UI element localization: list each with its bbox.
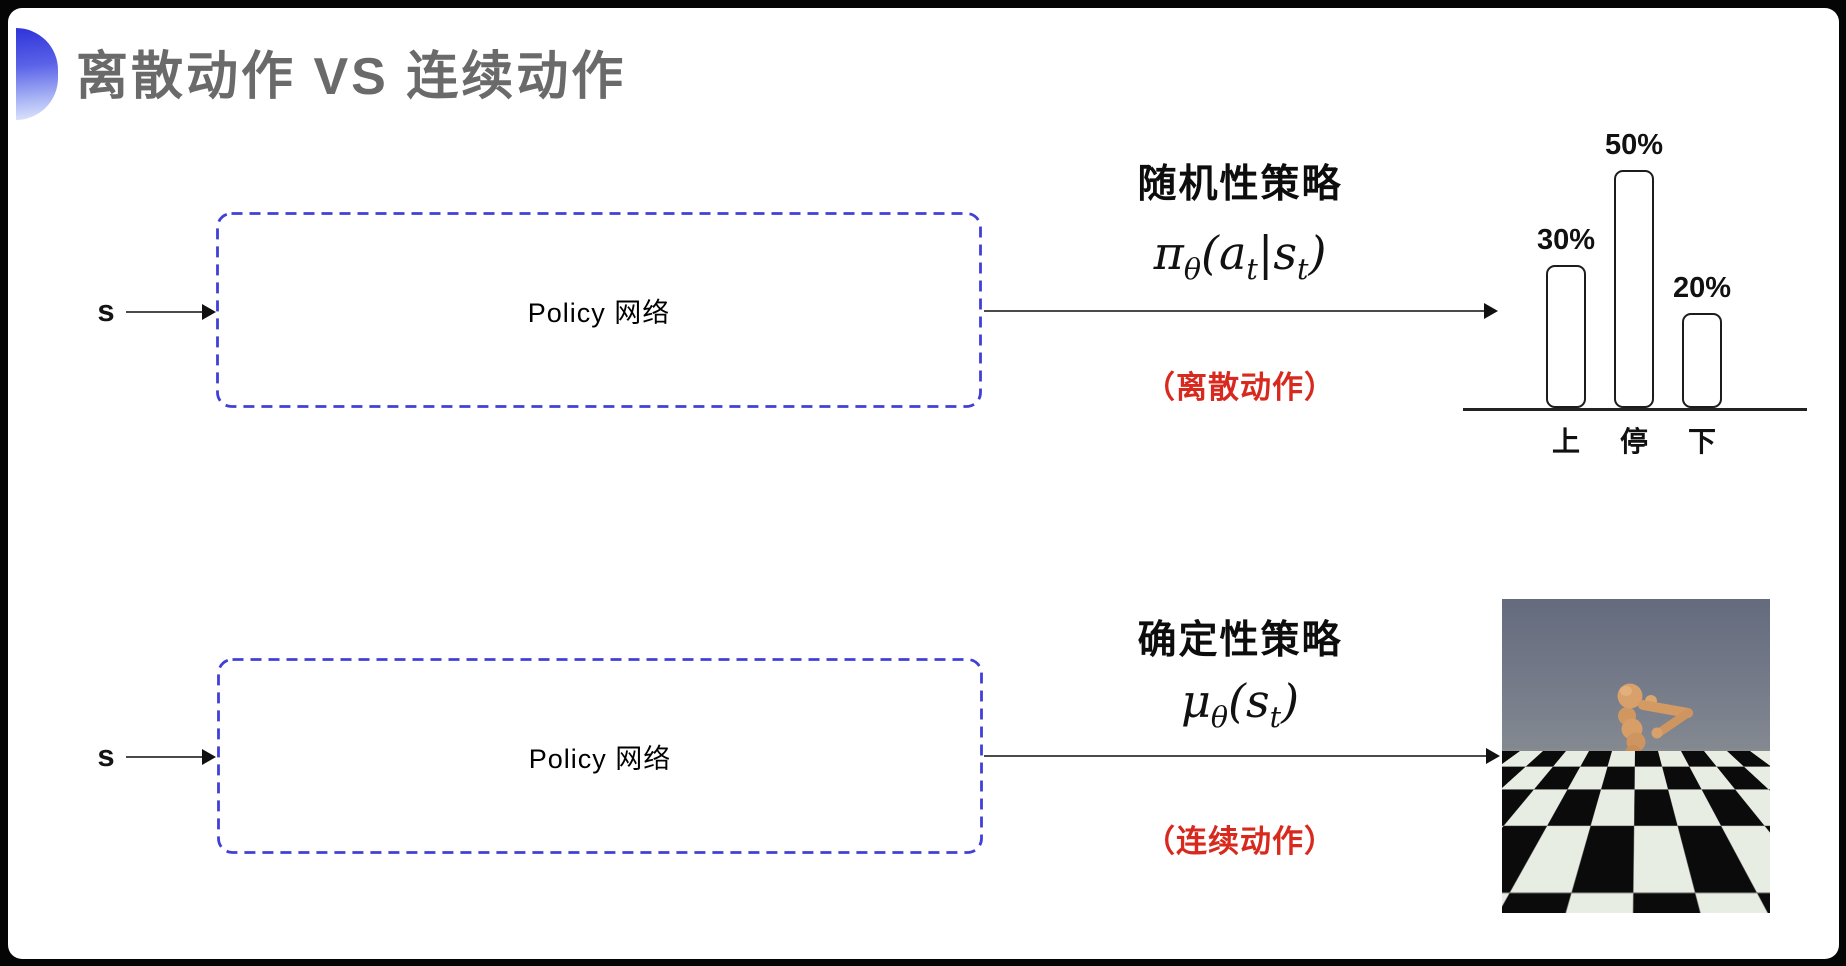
state-input-label-top: s — [97, 293, 115, 328]
discrete-action-note: （离散动作） — [1144, 370, 1336, 405]
policy-network-label-top: Policy 网络 — [527, 297, 671, 328]
bar-category-label: 下 — [1687, 426, 1716, 457]
bar-category-label: 上 — [1551, 426, 1580, 457]
bar-上 — [1546, 265, 1586, 408]
dashed-border — [217, 658, 983, 854]
bar-value-label: 20% — [1672, 272, 1732, 304]
deterministic-policy-title: 确定性策略 — [1137, 619, 1343, 662]
arrow-head-icon — [1484, 303, 1498, 319]
output-arrow-bottom — [984, 748, 1500, 764]
stochastic-policy-formula: πθ(at|st) — [1153, 226, 1327, 287]
arrow-head-icon — [202, 304, 216, 320]
input-arrow-top — [126, 304, 216, 320]
policy-network-box-bottom: Policy 网络 — [217, 658, 983, 854]
arrow-line — [126, 756, 206, 759]
stochastic-policy-title: 随机性策略 — [1137, 163, 1343, 206]
humanoid-figure — [1588, 683, 1693, 892]
state-input-label-bottom: s — [97, 738, 115, 773]
page-title: 离散动作 VS 连续动作 — [76, 48, 627, 106]
arrow-head-icon — [202, 749, 216, 765]
continuous-action-note: （连续动作） — [1144, 824, 1336, 859]
bar-停 — [1614, 170, 1654, 408]
arrow-line — [984, 755, 1490, 758]
bar-value-label: 30% — [1536, 224, 1596, 256]
policy-network-box-top: Policy 网络 — [216, 212, 982, 408]
action-distribution-chart: 30% 上 50% 停 20% 下 — [1463, 98, 1809, 457]
arrow-line — [126, 311, 206, 314]
arrow-line — [984, 310, 1488, 313]
bar-value-label: 50% — [1604, 129, 1664, 161]
bar-category-label: 停 — [1619, 426, 1648, 457]
policy-network-label-bottom: Policy 网络 — [528, 743, 672, 774]
bar-下 — [1682, 313, 1722, 408]
humanoid-simulation-image — [1502, 599, 1770, 913]
chart-baseline — [1463, 408, 1807, 411]
deterministic-policy-formula: μθ(st) — [1180, 674, 1300, 735]
input-arrow-bottom — [126, 749, 216, 765]
output-arrow-top — [984, 303, 1498, 319]
arrow-head-icon — [1486, 748, 1500, 764]
dashed-border — [216, 212, 982, 408]
